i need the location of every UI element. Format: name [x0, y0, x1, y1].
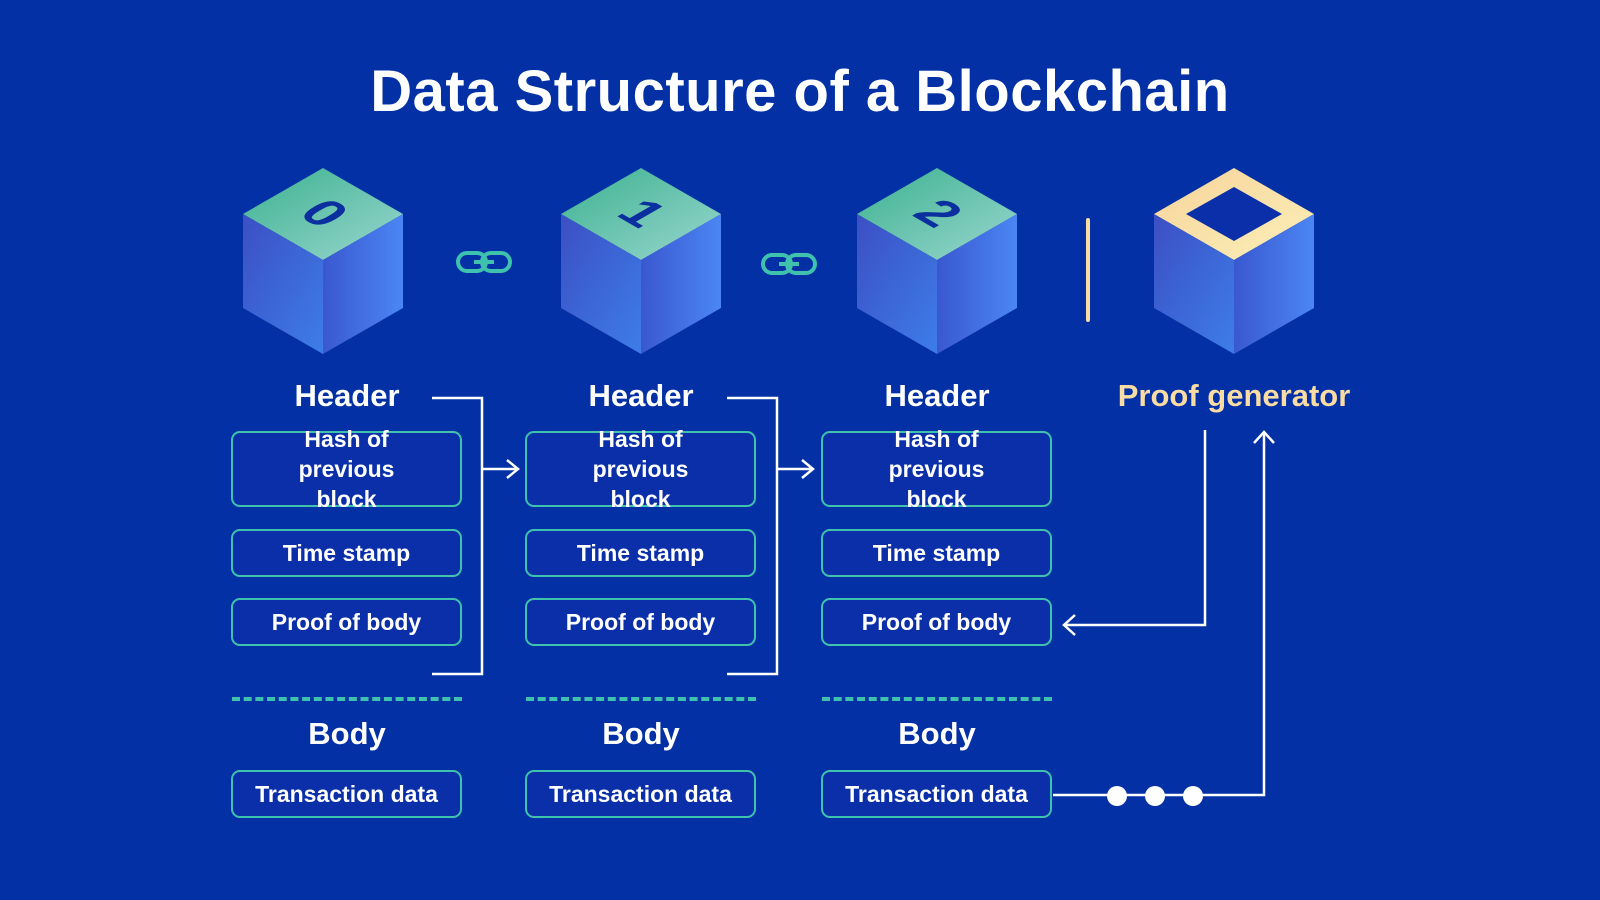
page-title: Data Structure of a Blockchain: [370, 59, 1230, 124]
proof-generator-label: Proof generator: [1117, 378, 1351, 413]
block-1-cube-icon: 1: [561, 168, 721, 354]
chain-link-icon: [761, 253, 817, 275]
header-body-separator: [526, 697, 756, 701]
header-body-separator: [232, 697, 462, 701]
block-2-cube-icon: 2: [857, 168, 1017, 354]
block-0-body-label: Body: [308, 716, 386, 751]
proof-generator-cube-icon: [1154, 168, 1314, 354]
block-0-transaction-box: Transaction data: [231, 770, 462, 818]
block-0-timestamp-box: Time stamp: [231, 529, 462, 577]
block-2-header-label: Header: [884, 378, 990, 413]
divider: [1086, 218, 1090, 322]
block-2-body-label: Body: [898, 716, 976, 751]
block-1-proof-box: Proof of body: [525, 598, 756, 646]
block-0-cube-icon: 0: [243, 168, 403, 354]
block-1-timestamp-box: Time stamp: [525, 529, 756, 577]
header-body-separator: [822, 697, 1052, 701]
block-1-hash-box: Hash of previous block: [525, 426, 756, 512]
block-2-hash-box: Hash of previous block: [821, 426, 1052, 512]
block-1-header-label: Header: [588, 378, 694, 413]
block-2-proof-box: Proof of body: [821, 598, 1052, 646]
ellipsis-dots-icon: [1107, 786, 1203, 806]
block-0-hash-box: Hash of previous block: [231, 426, 462, 512]
block-2-timestamp-box: Time stamp: [821, 529, 1052, 577]
block-0-header-label: Header: [294, 378, 400, 413]
chain-link-icon: [456, 251, 512, 273]
block-2-transaction-box: Transaction data: [821, 770, 1052, 818]
block-1-transaction-box: Transaction data: [525, 770, 756, 818]
block-1-body-label: Body: [602, 716, 680, 751]
block-0-proof-box: Proof of body: [231, 598, 462, 646]
